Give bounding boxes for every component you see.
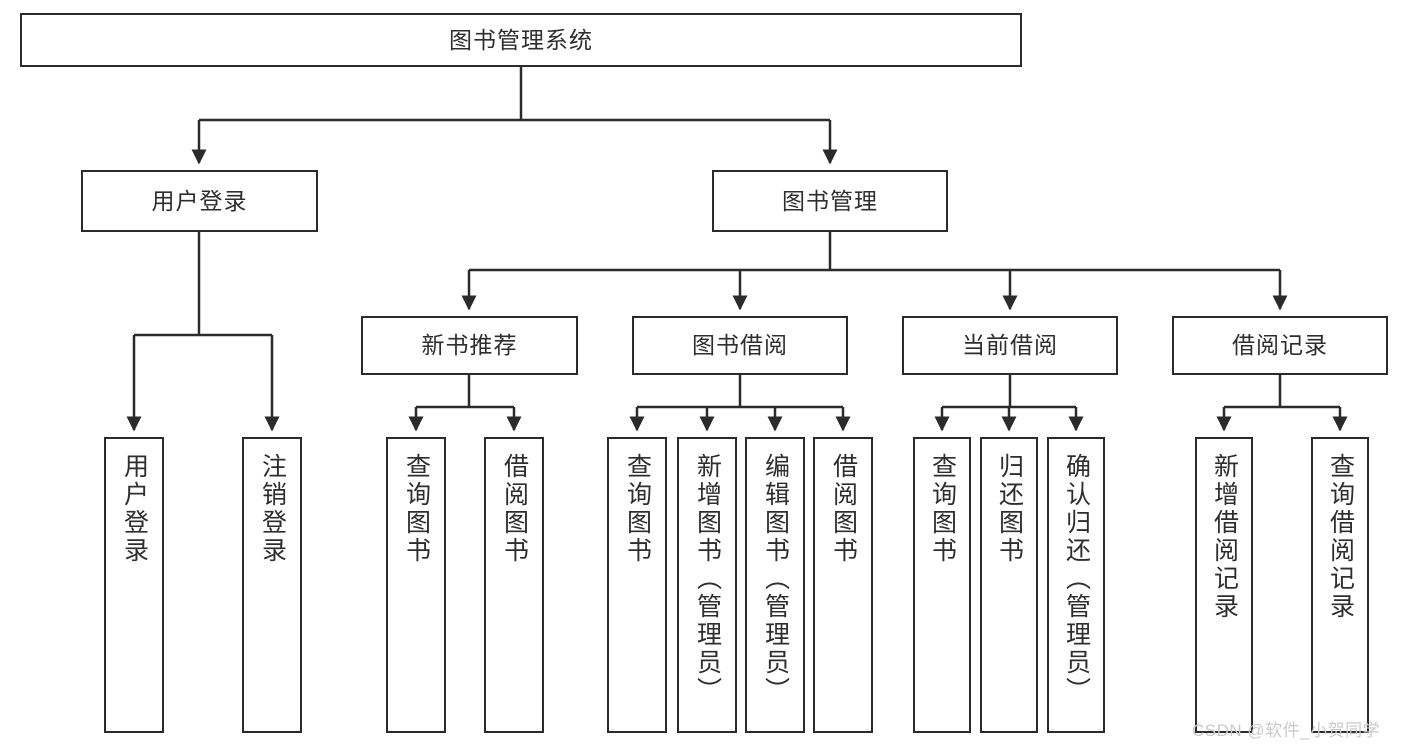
node-user-login[interactable]: 用户登录 bbox=[81, 170, 318, 232]
node-leaf-add-book[interactable]: 新增图书（管理员） bbox=[677, 437, 737, 733]
node-borrow-record[interactable]: 借阅记录 bbox=[1172, 316, 1388, 375]
node-leaf-borrow-book-2[interactable]: 借阅图书 bbox=[813, 437, 873, 733]
node-leaf-user-login[interactable]: 用户登录 bbox=[104, 437, 164, 733]
node-leaf-edit-book-label: 编辑图书（管理员） bbox=[761, 453, 790, 705]
node-leaf-query-book-3-label: 查询图书 bbox=[928, 453, 957, 565]
node-leaf-add-book-label: 新增图书（管理员） bbox=[693, 453, 722, 705]
node-current-borrow-label: 当前借阅 bbox=[962, 332, 1058, 359]
node-leaf-borrow-book-1[interactable]: 借阅图书 bbox=[484, 437, 544, 733]
node-leaf-borrow-book-2-label: 借阅图书 bbox=[829, 453, 858, 565]
node-leaf-query-book-2-label: 查询图书 bbox=[623, 453, 652, 565]
node-new-book-rec-label: 新书推荐 bbox=[421, 332, 518, 359]
node-leaf-query-book-2[interactable]: 查询图书 bbox=[607, 437, 667, 733]
node-leaf-edit-book[interactable]: 编辑图书（管理员） bbox=[745, 437, 805, 733]
node-leaf-logout-label: 注销登录 bbox=[258, 453, 287, 565]
node-leaf-query-record[interactable]: 查询借阅记录 bbox=[1311, 437, 1369, 733]
node-book-manage-label: 图书管理 bbox=[782, 187, 878, 214]
node-leaf-add-record[interactable]: 新增借阅记录 bbox=[1195, 437, 1253, 733]
node-new-book-rec[interactable]: 新书推荐 bbox=[361, 316, 578, 375]
node-leaf-confirm-return-label: 确认归还（管理员） bbox=[1062, 453, 1091, 705]
node-book-borrow[interactable]: 图书借阅 bbox=[632, 316, 848, 375]
node-root[interactable]: 图书管理系统 bbox=[20, 13, 1022, 67]
node-book-borrow-label: 图书借阅 bbox=[692, 332, 788, 359]
node-leaf-query-book-3[interactable]: 查询图书 bbox=[913, 437, 971, 733]
node-leaf-add-record-label: 新增借阅记录 bbox=[1210, 453, 1239, 621]
node-leaf-return-book[interactable]: 归还图书 bbox=[980, 437, 1038, 733]
node-book-manage[interactable]: 图书管理 bbox=[712, 170, 948, 232]
node-leaf-query-book-1[interactable]: 查询图书 bbox=[386, 437, 446, 733]
node-leaf-query-record-label: 查询借阅记录 bbox=[1326, 453, 1355, 621]
node-leaf-return-book-label: 归还图书 bbox=[995, 453, 1024, 565]
node-user-login-label: 用户登录 bbox=[151, 187, 248, 214]
node-current-borrow[interactable]: 当前借阅 bbox=[902, 316, 1118, 375]
csdn-watermark: CSDN @软件_小贺同学 bbox=[1192, 721, 1381, 740]
node-leaf-confirm-return[interactable]: 确认归还（管理员） bbox=[1047, 437, 1105, 733]
node-root-label: 图书管理系统 bbox=[449, 26, 593, 53]
node-leaf-borrow-book-1-label: 借阅图书 bbox=[500, 453, 529, 565]
node-leaf-query-book-1-label: 查询图书 bbox=[402, 453, 431, 565]
node-leaf-user-login-label: 用户登录 bbox=[120, 453, 149, 565]
node-leaf-logout[interactable]: 注销登录 bbox=[242, 437, 302, 733]
node-borrow-record-label: 借阅记录 bbox=[1232, 332, 1328, 359]
